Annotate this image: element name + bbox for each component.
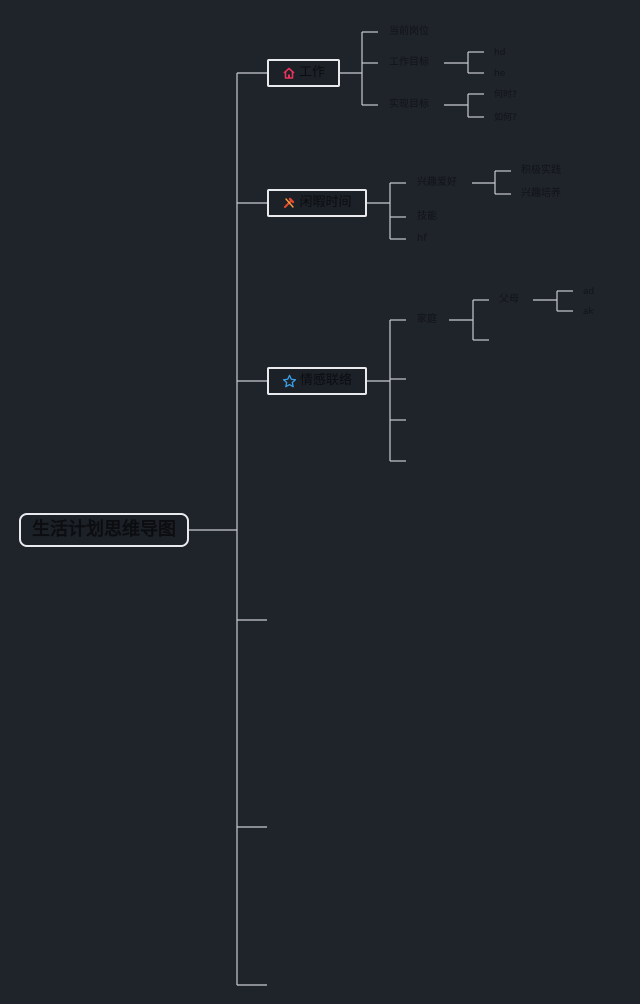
branch-node-work[interactable]: 工作 bbox=[267, 59, 340, 87]
branch-label-emotion: 情感联络 bbox=[299, 373, 352, 388]
node-ak[interactable]: ak bbox=[583, 307, 594, 317]
node-work-goal[interactable]: 工作目标 bbox=[389, 57, 429, 68]
node-hobbies[interactable]: 兴趣爱好 bbox=[417, 177, 457, 188]
node-hd[interactable]: hd bbox=[494, 48, 506, 58]
node-active-practice[interactable]: 积极实践 bbox=[521, 165, 561, 176]
branch-label-work: 工作 bbox=[298, 65, 325, 80]
node-achieve-goal[interactable]: 实现目标 bbox=[389, 99, 429, 110]
node-he[interactable]: he bbox=[494, 69, 506, 79]
root-node-title[interactable]: 生活计划思维导图 bbox=[19, 513, 189, 547]
node-current-position[interactable]: 当前岗位 bbox=[389, 26, 429, 37]
tools-icon bbox=[282, 196, 296, 210]
node-parents[interactable]: 父母 bbox=[499, 294, 519, 305]
node-interest-cultivation[interactable]: 兴趣培养 bbox=[521, 188, 561, 199]
branch-node-emotion[interactable]: 情感联络 bbox=[267, 367, 367, 395]
node-when[interactable]: 何时? bbox=[494, 90, 517, 100]
star-icon bbox=[282, 374, 297, 389]
branch-node-leisure[interactable]: 闲暇时间 bbox=[267, 189, 367, 217]
node-ad[interactable]: ad bbox=[583, 287, 595, 297]
home-icon bbox=[282, 66, 296, 80]
node-how[interactable]: 如何? bbox=[494, 113, 517, 123]
node-skills[interactable]: 技能 bbox=[417, 211, 437, 222]
branch-label-leisure: 闲暇时间 bbox=[299, 195, 352, 210]
node-hf[interactable]: hf bbox=[417, 233, 427, 244]
node-family[interactable]: 家庭 bbox=[417, 314, 437, 325]
